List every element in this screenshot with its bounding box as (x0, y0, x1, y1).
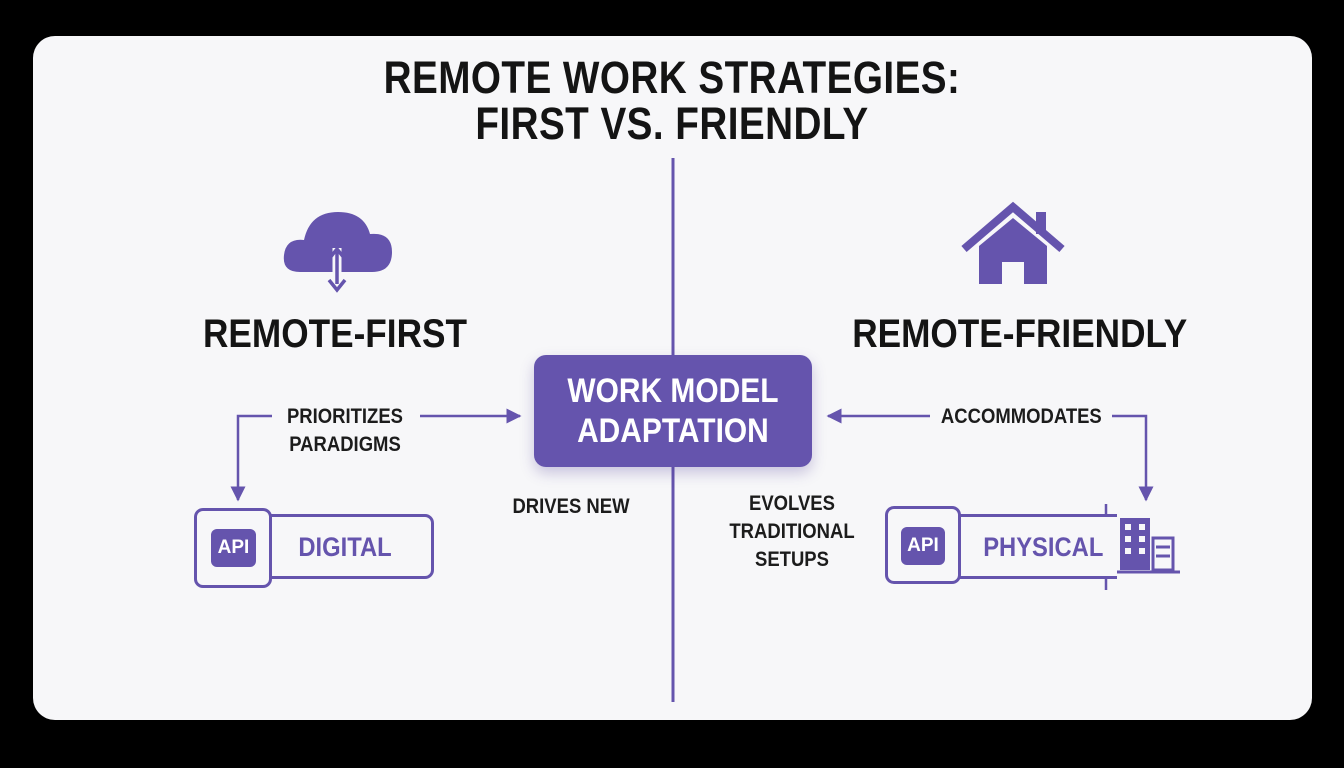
edge-label-accommodates: ACCOMMODATES (940, 405, 1102, 428)
work-model-node: WORK MODEL ADAPTATION (534, 355, 812, 467)
heading-remote-first: REMOTE-FIRST (203, 312, 467, 356)
digital-api-chip: API (211, 529, 256, 567)
title-line-1: REMOTE WORK STRATEGIES: (383, 52, 961, 103)
label-evolves-traditional: EVOLVES TRADITIONAL SETUPS (729, 492, 855, 571)
edge-label-prioritizes: PRIORITIZES PARADIGMS (286, 405, 404, 456)
title-line-2: FIRST VS. FRIENDLY (475, 98, 869, 149)
label-drives-new: DRIVES NEW (512, 495, 630, 518)
physical-api-chip: API (901, 527, 945, 565)
center-line-2: ADAPTATION (577, 412, 769, 450)
heading-remote-friendly: REMOTE-FRIENDLY (852, 312, 1188, 356)
digital-label: DIGITAL (298, 532, 392, 562)
home-icon (961, 201, 1065, 284)
center-line-1: WORK MODEL (567, 372, 779, 410)
physical-label: PHYSICAL (983, 532, 1104, 562)
office-building-icon (1116, 518, 1180, 574)
right-edge-to-building (1112, 414, 1154, 502)
cloud-sync-icon (283, 212, 392, 293)
left-edge-to-digital (230, 414, 272, 502)
